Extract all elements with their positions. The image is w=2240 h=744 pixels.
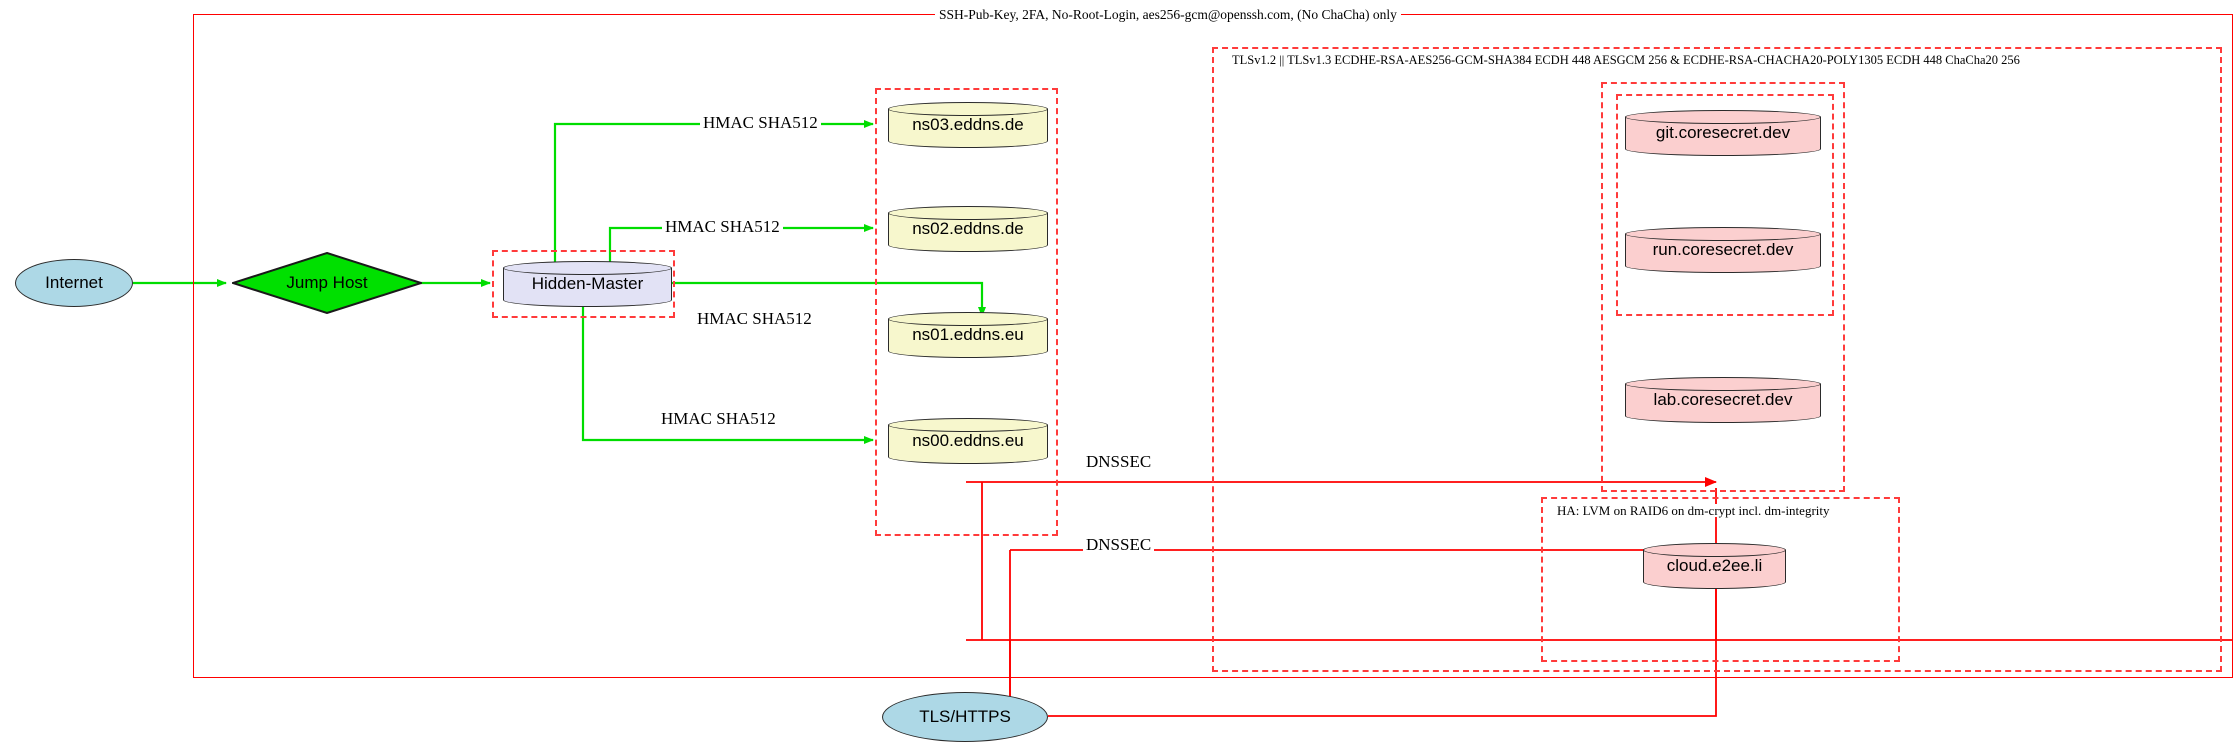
cylinder-top [1625, 110, 1821, 124]
cylinder-top [1625, 227, 1821, 241]
node-ns03[interactable]: ns03.eddns.de [888, 102, 1048, 148]
node-lab-coresecret-label: lab.coresecret.dev [1653, 390, 1793, 409]
edge-label-dnssec-upper: DNSSEC [1083, 452, 1155, 472]
node-run-coresecret-label: run.coresecret.dev [1652, 240, 1794, 259]
edge-label-hmac-ns02: HMAC SHA512 [662, 217, 783, 237]
node-internet-label: Internet [45, 273, 103, 292]
cylinder-top [888, 418, 1048, 432]
coresecret-inner-zone-boundary [1616, 94, 1834, 316]
node-ns02[interactable]: ns02.eddns.de [888, 206, 1048, 252]
edge-label-dnssec-lower: DNSSEC [1083, 535, 1155, 555]
node-git-coresecret[interactable]: git.coresecret.dev [1625, 110, 1821, 156]
ssh-zone-label: SSH-Pub-Key, 2FA, No-Root-Login, aes256-… [935, 8, 1401, 22]
node-lab-coresecret[interactable]: lab.coresecret.dev [1625, 377, 1821, 423]
node-tls-https[interactable]: TLS/HTTPS [882, 692, 1048, 742]
ha-zone-label: HA: LVM on RAID6 on dm-crypt incl. dm-in… [1553, 504, 1834, 517]
edge-label-hmac-ns00: HMAC SHA512 [658, 409, 779, 429]
node-git-coresecret-label: git.coresecret.dev [1655, 123, 1791, 142]
node-ns02-label: ns02.eddns.de [912, 219, 1024, 238]
node-hidden-master-label: Hidden-Master [531, 274, 644, 293]
node-ns01-label: ns01.eddns.eu [912, 325, 1024, 344]
tls-zone-boundary [1212, 47, 2222, 672]
cylinder-top [888, 102, 1048, 116]
cylinder-top [888, 206, 1048, 220]
node-jump-host[interactable]: Jump Host [232, 252, 422, 314]
node-ns01[interactable]: ns01.eddns.eu [888, 312, 1048, 358]
edge-label-hmac-ns03: HMAC SHA512 [700, 113, 821, 133]
coresecret-zone-boundary [1601, 82, 1845, 492]
node-hidden-master[interactable]: Hidden-Master [503, 261, 672, 307]
node-ns00[interactable]: ns00.eddns.eu [888, 418, 1048, 464]
node-cloud-e2ee[interactable]: cloud.e2ee.li [1643, 543, 1786, 589]
node-run-coresecret[interactable]: run.coresecret.dev [1625, 227, 1821, 273]
node-ns00-label: ns00.eddns.eu [912, 431, 1024, 450]
node-jump-host-label: Jump Host [286, 273, 368, 292]
node-internet[interactable]: Internet [15, 259, 133, 307]
cylinder-top [1625, 377, 1821, 391]
node-cloud-e2ee-label: cloud.e2ee.li [1666, 556, 1763, 575]
node-tls-https-label: TLS/HTTPS [919, 707, 1011, 726]
edge-label-hmac-ns01: HMAC SHA512 [694, 309, 815, 329]
cylinder-body [888, 319, 1048, 351]
node-ns03-label: ns03.eddns.de [912, 115, 1024, 134]
diamond-shape-icon [232, 252, 422, 314]
tls-zone-label: TLSv1.2 || TLSv1.3 ECDHE-RSA-AES256-GCM-… [1228, 54, 2024, 67]
